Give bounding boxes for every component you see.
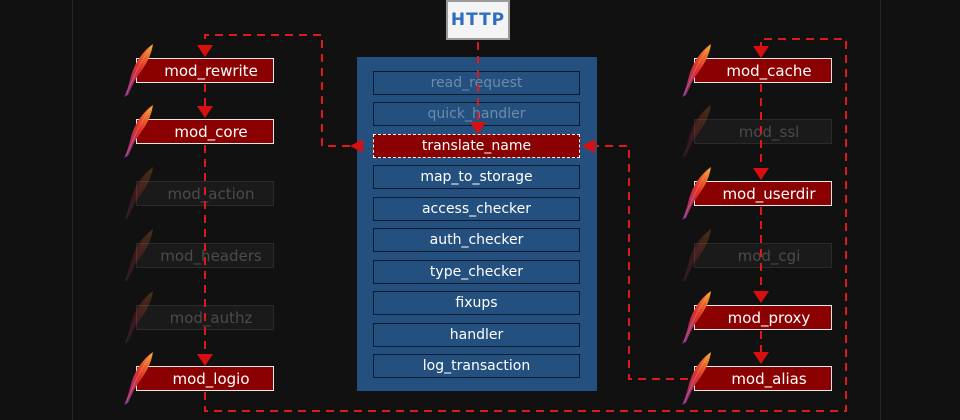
- module-label: mod_proxy: [727, 308, 811, 327]
- hook-map-to-storage: map_to_storage: [373, 165, 580, 189]
- module-label: mod_rewrite: [164, 61, 258, 80]
- module-mod-core: mod_core: [136, 119, 274, 144]
- flow-arrowheads: [197, 45, 769, 366]
- module-mod-userdir: mod_userdir: [694, 181, 832, 206]
- module-mod-rewrite: mod_rewrite: [136, 58, 274, 83]
- hook-label: auth_checker: [429, 232, 524, 248]
- module-label: mod_authz: [169, 308, 253, 327]
- arrow-into-translate-name: [470, 122, 486, 134]
- hook-log-transaction: log_transaction: [373, 354, 580, 378]
- http-box: HTTP: [446, 0, 510, 40]
- dashed-flow-path: [204, 34, 847, 412]
- module-label: mod_cgi: [737, 246, 801, 265]
- hook-translate-name: translate_name: [373, 134, 580, 158]
- arrow-into-mod-core: [197, 106, 213, 118]
- module-label: mod_alias: [731, 369, 807, 388]
- module-label: mod_core: [174, 122, 248, 141]
- module-mod-logio: mod_logio: [136, 366, 274, 391]
- hook-label: map_to_storage: [420, 169, 533, 185]
- hook-label: fixups: [455, 295, 498, 311]
- arrow-into-mod-logio: [197, 354, 213, 366]
- hook-label: handler: [449, 327, 504, 343]
- arrow-into-mod-alias: [753, 352, 769, 364]
- arrow-into-mod-cache: [753, 46, 769, 58]
- arrow-back-into-translate-name: [582, 139, 595, 153]
- module-label: mod_headers: [160, 246, 262, 265]
- arrow-into-mod-userdir: [753, 168, 769, 180]
- module-label: mod_action: [167, 184, 255, 203]
- frame-line-right: [880, 0, 881, 420]
- arrow-into-mod-proxy: [753, 291, 769, 303]
- module-label: mod_ssl: [738, 122, 800, 141]
- hook-label: log_transaction: [422, 358, 531, 374]
- module-mod-proxy: mod_proxy: [694, 305, 832, 330]
- hook-label: access_checker: [421, 201, 532, 217]
- module-mod-cgi: mod_cgi: [694, 243, 832, 268]
- arrow-into-mod-rewrite: [197, 45, 213, 57]
- hook-label: read_request: [430, 75, 523, 91]
- module-label: mod_logio: [172, 369, 250, 388]
- hook-label: translate_name: [421, 138, 532, 154]
- module-label: mod_cache: [726, 61, 812, 80]
- module-mod-ssl: mod_ssl: [694, 119, 832, 144]
- hook-fixups: fixups: [373, 291, 580, 315]
- hook-label: quick_handler: [427, 106, 526, 122]
- module-label: mod_userdir: [722, 184, 816, 203]
- hook-read-request: read_request: [373, 71, 580, 95]
- hook-access-checker: access_checker: [373, 197, 580, 221]
- hook-auth-checker: auth_checker: [373, 228, 580, 252]
- hook-handler: handler: [373, 323, 580, 347]
- module-mod-cache: mod_cache: [694, 58, 832, 83]
- hook-label: type_checker: [429, 264, 524, 280]
- frame-line-left: [72, 0, 73, 420]
- module-mod-alias: mod_alias: [694, 366, 832, 391]
- hook-type-checker: type_checker: [373, 260, 580, 284]
- arrow-out-left: [350, 139, 363, 153]
